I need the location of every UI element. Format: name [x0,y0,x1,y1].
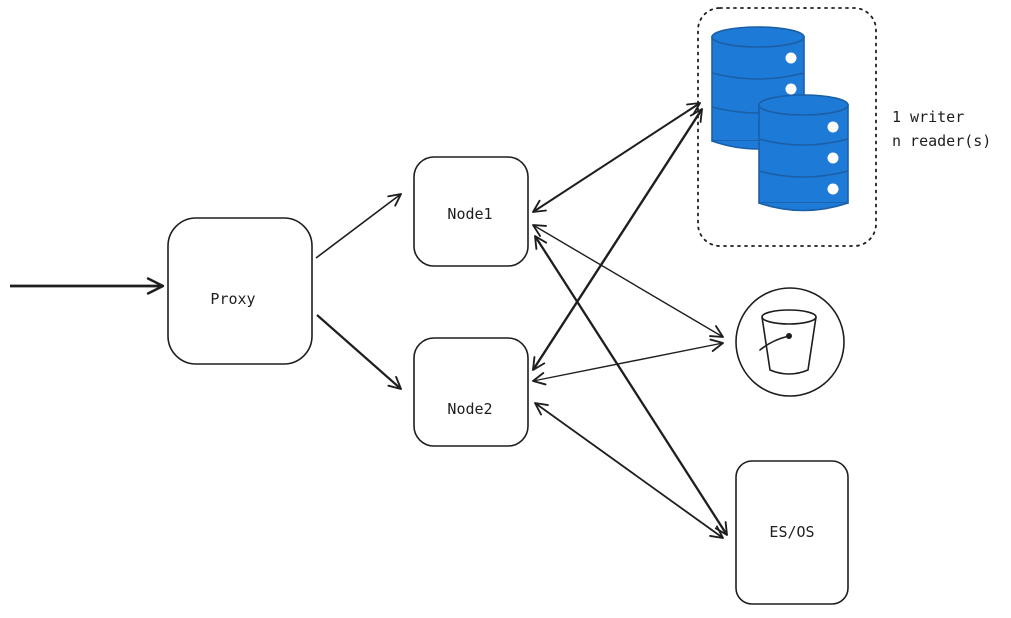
edge-node1-bucket [532,224,724,338]
node1-node: Node1 [413,156,529,267]
node1-label: Node1 [447,205,492,223]
proxy-node: Proxy [167,217,313,365]
database-note-line1: 1 writer [892,108,964,126]
edge-proxy-node2 [316,314,402,390]
bucket-icon [735,287,845,397]
node2-label: Node2 [447,400,492,418]
search-node: ES/OS [735,460,849,605]
database-note-line2: n reader(s) [892,132,991,150]
edge-node2-search [534,402,724,539]
database-icon [758,94,849,212]
node2-node: Node2 [413,337,529,447]
edge-proxy-node1 [315,193,402,259]
edge-node2-bucket [532,338,724,386]
database-cluster-boundary [697,7,877,247]
edge-node1-database [532,102,701,213]
edge-node1-search [534,235,728,536]
proxy-label: Proxy [210,290,255,308]
search-label: ES/OS [769,523,814,541]
